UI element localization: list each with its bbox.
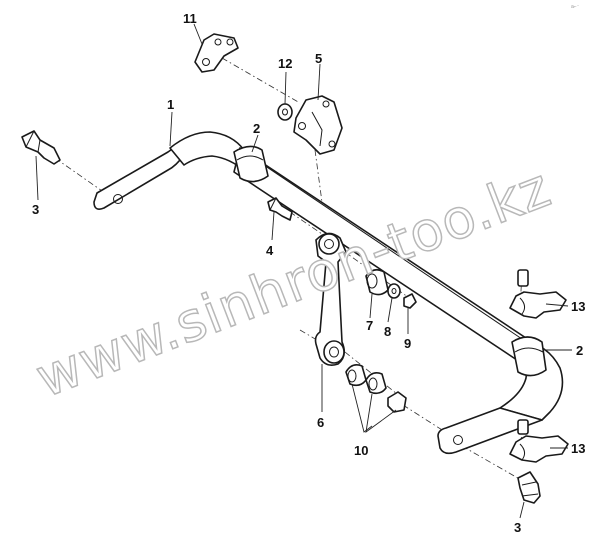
bolt-3-lower-shoulder <box>521 481 537 486</box>
leader-13a <box>545 303 569 307</box>
bracket-11-hole-1 <box>202 58 210 66</box>
end-bolts <box>21 130 541 504</box>
callout-2a: 2 <box>253 121 260 136</box>
link-bolt <box>267 197 293 221</box>
washer-12-group <box>277 103 293 121</box>
callout-13b: 13 <box>571 441 585 456</box>
bolt-3-lower-head-edge <box>521 493 539 497</box>
leader-3b <box>519 501 525 519</box>
bar-bushings <box>233 145 547 377</box>
leader-2a <box>251 134 259 153</box>
nut-9 <box>403 293 417 309</box>
bushing-2-right-groove <box>514 347 544 353</box>
link-6-lower-hole <box>329 346 339 358</box>
bar-left-eye <box>113 194 123 204</box>
bushing-2-right <box>511 336 547 377</box>
bar-left-arm <box>93 141 185 210</box>
leader-1 <box>169 111 173 147</box>
bracket-5 <box>293 95 343 155</box>
bushing-2-left <box>233 145 269 183</box>
leader-12 <box>284 71 287 105</box>
callout-3a: 3 <box>32 202 39 217</box>
bolt-3-upper <box>21 130 61 165</box>
link-bushings-lower <box>345 364 407 413</box>
link-6-lower-eye <box>323 340 345 364</box>
bolt-4-head-edge <box>269 197 277 211</box>
callout-2b: 2 <box>576 343 583 358</box>
callout-10: 10 <box>354 443 368 458</box>
bolt-3-upper-shoulder <box>37 139 41 153</box>
leader-5 <box>317 63 321 101</box>
axis-bracket-11-to-5 <box>221 57 301 104</box>
axis-bolt-4 <box>289 211 323 235</box>
bushing-10-c <box>387 391 407 413</box>
callout-numbers: 1 2 2 3 3 4 5 6 7 8 9 10 11 12 13 13 <box>32 11 585 535</box>
bracket-5-fold <box>311 111 323 147</box>
clamp-13-lower-stud <box>517 419 529 435</box>
washer-8 <box>387 283 401 299</box>
leader-3a <box>35 155 39 201</box>
leader-10a <box>351 383 373 433</box>
bracket-5-hole-2 <box>322 100 330 108</box>
bushing-2-left-groove <box>236 155 264 161</box>
leader-8 <box>387 297 393 323</box>
stabilizer-link <box>314 232 347 366</box>
callout-6: 6 <box>317 415 324 430</box>
mount-brackets <box>194 33 343 155</box>
bar-right-arm <box>437 407 543 455</box>
callout-12: 12 <box>278 56 292 71</box>
axis-link-left-end <box>54 157 116 201</box>
axis-link-lower-left <box>299 329 323 344</box>
callout-13a: 13 <box>571 299 585 314</box>
corner-mark: a⌐⁻ <box>571 4 580 10</box>
clamp-13-lower <box>509 435 569 463</box>
leader-7 <box>369 293 373 319</box>
washer-12 <box>277 103 293 121</box>
callout-1: 1 <box>167 97 174 112</box>
callout-7: 7 <box>366 318 373 333</box>
bar-right-eye <box>453 435 463 445</box>
washer-12-hole <box>282 108 288 116</box>
bolt-4 <box>267 197 293 221</box>
link-6-upper-eye <box>318 233 340 255</box>
link-6-upper-hole <box>324 239 334 249</box>
callout-9: 9 <box>404 336 411 351</box>
bushing-7-face <box>366 273 378 289</box>
bracket-5-hole-3 <box>328 140 336 148</box>
link-bushings-upper <box>365 268 417 309</box>
bushing-10-a-face <box>347 369 357 383</box>
callout-3b: 3 <box>514 520 521 535</box>
clamp-13-upper-stud <box>517 269 529 287</box>
bar-clamps <box>509 269 569 463</box>
washer-8-hole <box>391 288 397 294</box>
callout-11: 11 <box>183 11 197 26</box>
bushing-10-b-face <box>368 377 378 391</box>
bolt-3-upper-head-edge <box>25 130 35 148</box>
bracket-11-hole-3 <box>226 38 234 46</box>
leader-4 <box>271 211 275 241</box>
callout-4: 4 <box>266 243 274 258</box>
clamp-13-lower-curve <box>519 443 526 461</box>
bracket-11-hole-2 <box>214 38 222 46</box>
clamp-13-upper-curve <box>519 297 526 315</box>
leader-lines <box>35 23 572 519</box>
bar-main-highlight <box>245 152 523 340</box>
leader-11 <box>193 23 203 45</box>
leader-10b <box>365 393 397 434</box>
callout-5: 5 <box>315 51 322 66</box>
link-6-body <box>314 232 347 366</box>
callout-8: 8 <box>384 324 391 339</box>
bushing-10-b <box>365 372 387 395</box>
bolt-3-lower <box>517 471 541 504</box>
bracket-5-hole-1 <box>298 122 306 130</box>
